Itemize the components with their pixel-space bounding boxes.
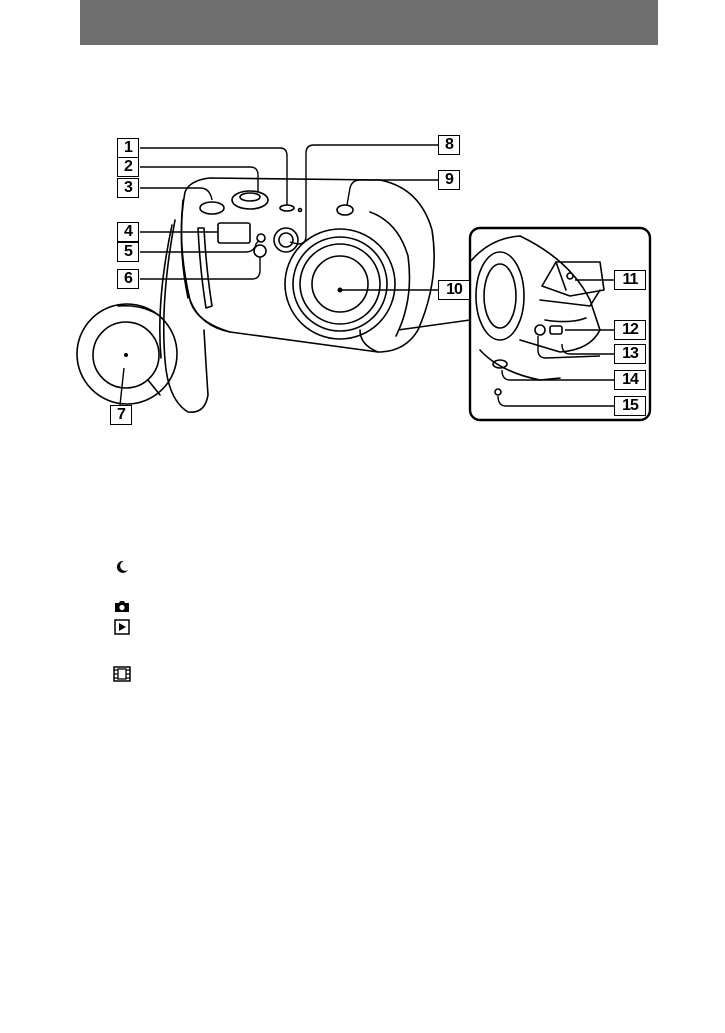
- callout-1: 1: [117, 138, 139, 158]
- play-icon: [112, 618, 132, 636]
- callout-15: 15: [614, 396, 646, 416]
- callout-10: 10: [438, 280, 470, 300]
- callout-6: 6: [117, 269, 139, 289]
- callout-3: 3: [117, 178, 139, 198]
- callout-4: 4: [117, 222, 139, 242]
- camera-icon: [112, 597, 132, 615]
- callout-8: 8: [438, 135, 460, 155]
- callout-5: 5: [117, 242, 139, 262]
- moon-icon: [112, 558, 132, 576]
- callout-9: 9: [438, 170, 460, 190]
- callout-12: 12: [614, 320, 646, 340]
- callout-14: 14: [614, 370, 646, 390]
- callout-7: 7: [110, 405, 132, 425]
- callout-13: 13: [614, 344, 646, 364]
- callout-11: 11: [614, 270, 646, 290]
- film-icon: [112, 665, 132, 683]
- callout-2: 2: [117, 157, 139, 177]
